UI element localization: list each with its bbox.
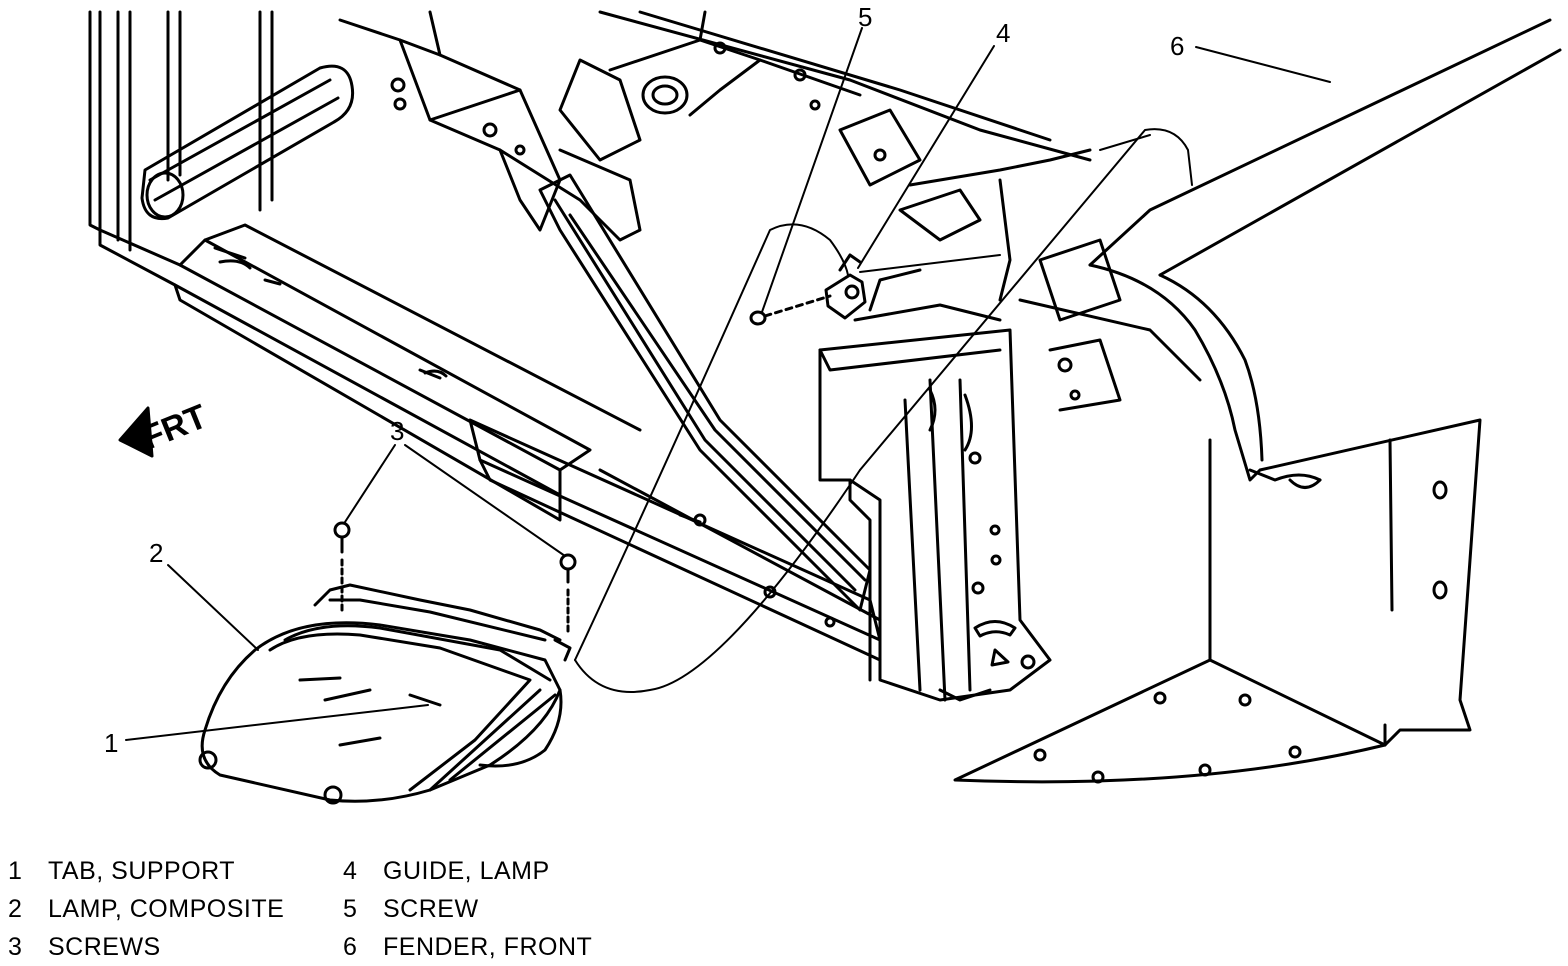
callout-1: 1 — [104, 728, 118, 758]
callout-4: 4 — [996, 18, 1010, 48]
legend-number: 2 — [8, 895, 23, 923]
parts-legend: 1 TAB, SUPPORT 2 LAMP, COMPOSITE 3 SCREWS 4… — [0, 852, 1568, 966]
front-direction-arrow — [120, 408, 152, 456]
legend-column-left: 1 TAB, SUPPORT 2 LAMP, COMPOSITE 3 SCREWS — [8, 852, 284, 966]
leader-lines — [126, 28, 1330, 740]
front-direction-label: FRT — [137, 397, 213, 457]
legend-label: SCREW — [383, 895, 479, 923]
legend-label: FENDER, FRONT — [383, 933, 593, 961]
legend-label: TAB, SUPPORT — [48, 857, 236, 885]
callout-2: 2 — [149, 538, 163, 568]
legend-item: 1 TAB, SUPPORT — [8, 852, 284, 890]
legend-number: 5 — [343, 895, 358, 923]
callout-5: 5 — [858, 2, 872, 32]
legend-item: 2 LAMP, COMPOSITE — [8, 890, 284, 928]
composite-lamp — [200, 585, 570, 803]
lamp-mount-bracket — [820, 110, 1200, 700]
legend-item: 3 SCREWS — [8, 928, 284, 966]
legend-number: 4 — [343, 857, 358, 885]
legend-label: SCREWS — [48, 933, 161, 961]
legend-item: 5 SCREW — [343, 890, 592, 928]
legend-number: 6 — [343, 933, 358, 961]
installation-path-lines — [575, 129, 1192, 692]
legend-item: 4 GUIDE, LAMP — [343, 852, 592, 890]
legend-label: GUIDE, LAMP — [383, 857, 550, 885]
screws — [335, 296, 830, 632]
legend-number: 3 — [8, 933, 23, 961]
legend-number: 1 — [8, 857, 23, 885]
legend-column-right: 4 GUIDE, LAMP 5 SCREW 6 FENDER, FRONT — [343, 852, 592, 966]
front-fender — [955, 20, 1560, 782]
legend-item: 6 FENDER, FRONT — [343, 928, 592, 966]
legend-label: LAMP, COMPOSITE — [48, 895, 285, 923]
callout-6: 6 — [1170, 31, 1184, 61]
callout-numbers: 1 2 3 4 5 6 — [104, 2, 1184, 758]
lamp-guide — [826, 255, 865, 318]
radiator-support-frame — [90, 12, 1090, 660]
callout-3: 3 — [390, 416, 404, 446]
